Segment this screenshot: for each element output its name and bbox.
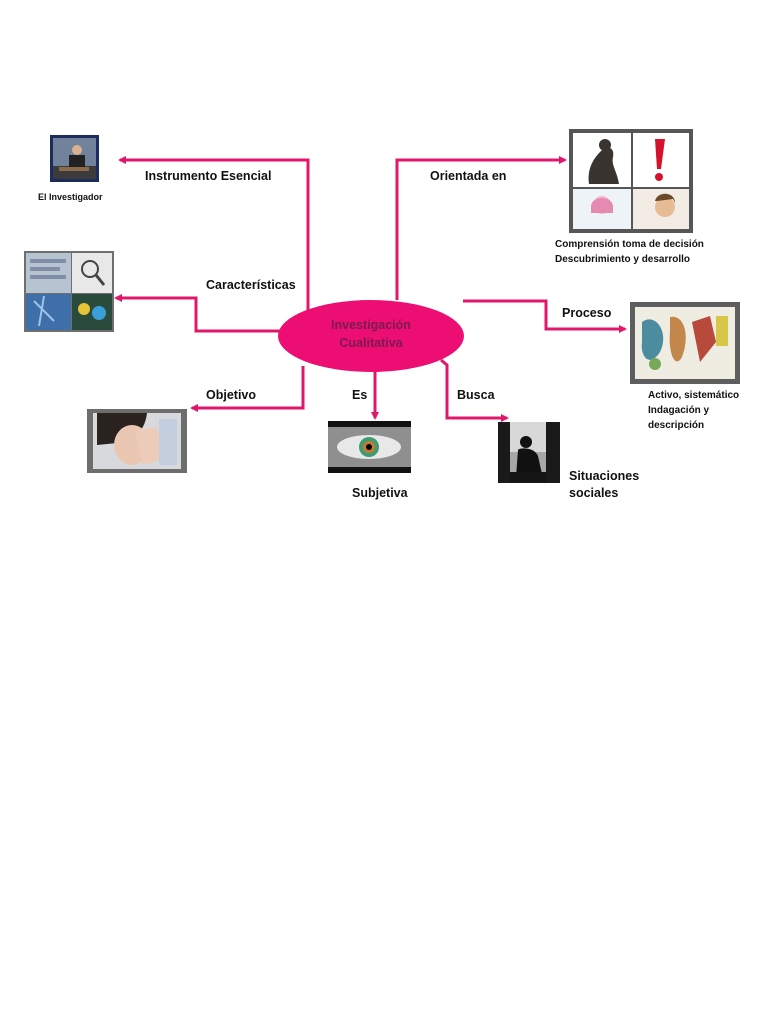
result-es: Subjetiva <box>352 486 408 500</box>
result-busca-1: Situaciones <box>569 469 640 483</box>
process-photo <box>630 302 740 384</box>
eye-photo <box>328 421 411 473</box>
connector-busca <box>440 358 509 422</box>
center-title: Investigación Cualitativa <box>278 316 464 352</box>
label-objetivo: Objetivo <box>206 388 257 402</box>
result-proceso-1: Activo, sistemático <box>648 390 740 401</box>
label-orientada: Orientada en <box>430 169 507 183</box>
result-orientada-1: Comprensión toma de decisión <box>555 239 704 250</box>
label-es: Es <box>352 388 368 402</box>
objective-photo <box>87 409 187 473</box>
result-proceso-2: Indagación y <box>648 405 710 416</box>
center-node <box>278 300 464 372</box>
result-instrumento: El Investigador <box>38 192 103 202</box>
result-proceso-3: descripción <box>648 420 705 431</box>
silhouette-photo <box>498 422 560 483</box>
connector-caracteristicas <box>114 294 282 333</box>
result-busca-2: sociales <box>569 486 619 500</box>
connector-objetivo <box>190 366 305 412</box>
label-caracteristicas: Características <box>206 278 296 292</box>
center-title-line2: Cualitativa <box>339 336 403 350</box>
connector-instrumento <box>118 156 310 318</box>
thinker-photo <box>569 129 693 233</box>
label-busca: Busca <box>457 388 495 402</box>
connector-proceso <box>463 299 627 333</box>
investigator-photo <box>50 135 99 182</box>
center-title-line1: Investigación <box>331 318 411 332</box>
connector-orientada <box>395 156 567 300</box>
label-proceso: Proceso <box>562 306 612 320</box>
characteristics-photo <box>24 251 114 332</box>
result-orientada-2: Descubrimiento y desarrollo <box>555 254 691 265</box>
label-instrumento: Instrumento Esencial <box>145 169 272 183</box>
